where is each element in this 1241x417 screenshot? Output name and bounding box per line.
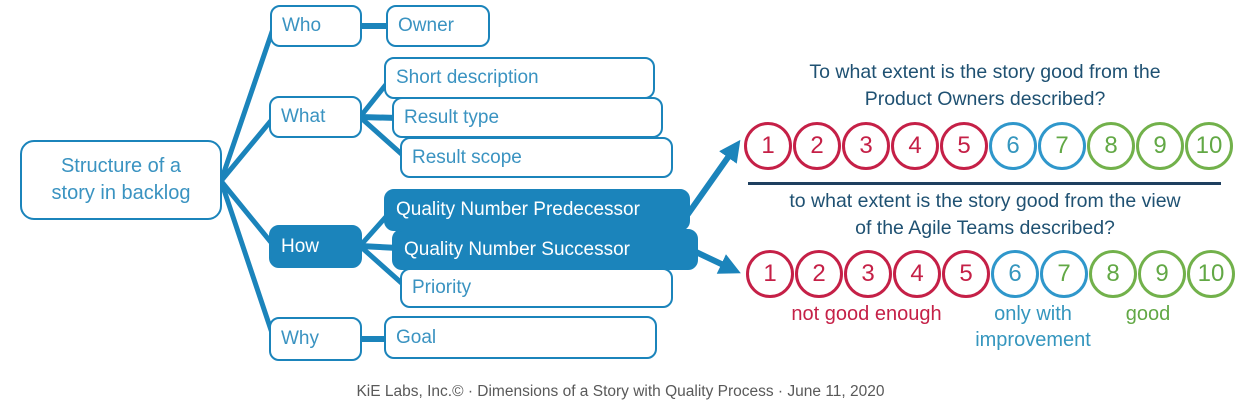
po-scale-circle-1: 1 <box>744 122 792 170</box>
node-owner: Owner <box>386 5 490 47</box>
node-quality-number-successor: Quality Number Successor <box>392 229 698 270</box>
po-scale-circle-7: 7 <box>1038 122 1086 170</box>
po-scale-circle-6: 6 <box>989 122 1037 170</box>
po-scale-title-line1: To what extent is the story good from th… <box>809 61 1161 83</box>
zone-label-good: good <box>1125 303 1171 325</box>
footer-caption: KiE Labs, Inc.© · Dimensions of a Story … <box>356 383 885 400</box>
team-scale-title: to what extent is the story good from th… <box>730 188 1240 242</box>
po-scale-title: To what extent is the story good from th… <box>730 59 1240 113</box>
po-scale-circle-10: 10 <box>1185 122 1233 170</box>
zone-label-only-with-improvement: only with improvement <box>962 301 1104 353</box>
node-quality-number-predecessor: Quality Number Predecessor <box>384 189 690 231</box>
team-scale-circle-8: 8 <box>1089 250 1137 298</box>
node-result-type: Result type <box>392 97 663 138</box>
zone-label-blue-line1: only with <box>994 303 1072 325</box>
team-scale-circle-1: 1 <box>746 250 794 298</box>
team-scale-circle-7: 7 <box>1040 250 1088 298</box>
team-scale-circle-6: 6 <box>991 250 1039 298</box>
team-scale-circle-9: 9 <box>1138 250 1186 298</box>
node-how: How <box>269 225 362 268</box>
po-scale-circle-5: 5 <box>940 122 988 170</box>
team-scale-circle-3: 3 <box>844 250 892 298</box>
po-scale-circle-3: 3 <box>842 122 890 170</box>
zone-label-not-good-enough: not good enough <box>791 303 942 325</box>
node-result-scope: Result scope <box>400 137 673 178</box>
team-scale-title-line2: of the Agile Teams described? <box>855 217 1115 239</box>
node-short-description: Short description <box>384 57 655 99</box>
team-scale-circle-5: 5 <box>942 250 990 298</box>
zone-label-blue-line2: improvement <box>975 329 1091 351</box>
root-label-line2: story in backlog <box>51 182 191 204</box>
root-label-line1: Structure of a <box>60 155 182 177</box>
node-who: Who <box>270 5 362 47</box>
po-rating-scale: 1 2 3 4 5 6 7 8 9 10 <box>744 122 1234 170</box>
node-goal: Goal <box>384 316 657 359</box>
team-scale-title-line1: to what extent is the story good from th… <box>789 190 1181 212</box>
team-scale-circle-10: 10 <box>1187 250 1235 298</box>
team-scale-circle-4: 4 <box>893 250 941 298</box>
node-why: Why <box>269 317 362 361</box>
po-scale-circle-4: 4 <box>891 122 939 170</box>
team-rating-scale: 1 2 3 4 5 6 7 8 9 10 <box>746 250 1236 298</box>
po-scale-circle-8: 8 <box>1087 122 1135 170</box>
po-scale-circle-2: 2 <box>793 122 841 170</box>
po-scale-circle-9: 9 <box>1136 122 1184 170</box>
team-scale-circle-2: 2 <box>795 250 843 298</box>
po-scale-title-line2: Product Owners described? <box>864 88 1106 110</box>
scale-divider-line <box>748 182 1221 185</box>
node-priority: Priority <box>400 268 673 308</box>
node-what: What <box>269 96 362 138</box>
node-structure-of-story: Structure of a story in backlog <box>20 140 222 220</box>
